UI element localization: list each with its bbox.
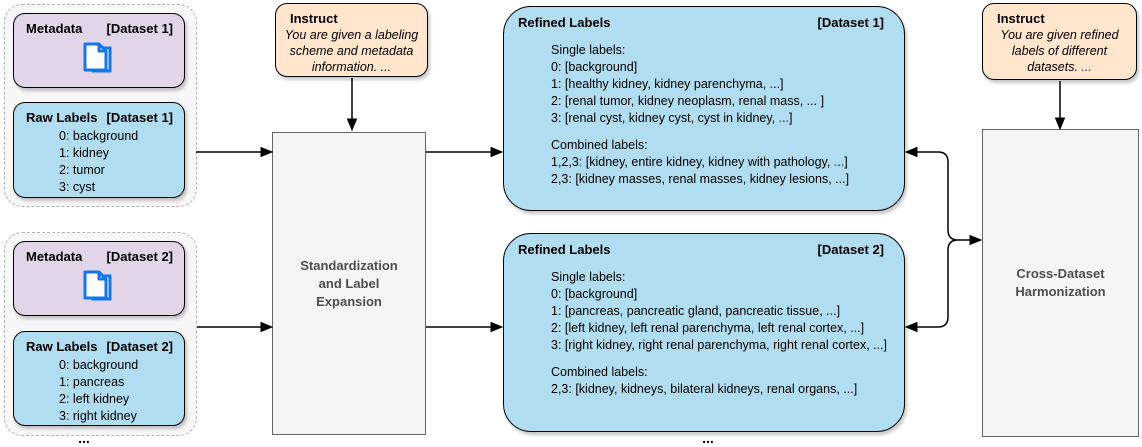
refined-label-item: 3: [right kidney, right renal parenchyma… xyxy=(551,338,888,352)
arrowhead xyxy=(260,321,274,333)
instruct-title: Instruct xyxy=(997,11,1045,26)
dataset-tag: [Dataset 1] xyxy=(106,21,173,36)
refined-labels-title: Refined Labels xyxy=(518,242,611,257)
arrowhead xyxy=(346,118,358,132)
arrowhead xyxy=(904,321,918,333)
refined-label-item: 0: [background] xyxy=(551,60,638,74)
arrowhead xyxy=(969,234,983,246)
refined-label-item: 2: [left kidney, left renal parenchyma, … xyxy=(551,321,865,335)
refined-label-item: 1,2,3: [kidney, entire kidney, kidney wi… xyxy=(551,155,848,169)
instruct-box-left: Instruct You are given a labeling scheme… xyxy=(275,3,428,77)
raw-labels-box-dataset2: Raw Labels [Dataset 2] 0: background 1: … xyxy=(13,331,185,426)
single-labels-header: Single labels: xyxy=(551,43,626,57)
raw-label-item: 1: pancreas xyxy=(59,375,125,389)
standardization-box: Standardization and Label Expansion xyxy=(272,132,426,435)
raw-label-item: 0: background xyxy=(59,129,139,143)
raw-labels-title: Raw Labels xyxy=(26,110,98,125)
raw-labels-box-dataset1: Raw Labels [Dataset 1] 0: background 1: … xyxy=(13,102,185,198)
metadata-title: Metadata xyxy=(26,249,83,264)
process-label: Cross-Dataset Harmonization xyxy=(1015,266,1106,299)
refined-labels-box-dataset1: Refined Labels [Dataset 1] Single labels… xyxy=(503,6,905,211)
raw-label-item: 3: right kidney xyxy=(59,409,137,423)
metadata-title: Metadata xyxy=(26,21,83,36)
metadata-box-dataset2: Metadata [Dataset 2] xyxy=(13,241,185,316)
dataset-tag: [Dataset 1] xyxy=(106,110,173,125)
dataset-tag: [Dataset 2] xyxy=(106,249,173,264)
refined-label-item: 2,3: [kidney masses, renal masses, kidne… xyxy=(551,172,850,186)
arrowhead xyxy=(904,146,918,158)
refined-labels-box-dataset2: Refined Labels [Dataset 2] Single labels… xyxy=(503,233,905,432)
raw-label-item: 1: kidney xyxy=(59,146,110,160)
combined-labels-header: Combined labels: xyxy=(551,365,648,379)
combined-labels-header: Combined labels: xyxy=(551,138,648,152)
metadata-box-dataset1: Metadata [Dataset 1] xyxy=(13,13,185,88)
refined-label-item: 1: [pancreas, pancreatic gland, pancreat… xyxy=(551,304,841,318)
instruct-box-right: Instruct You are given refined labels of… xyxy=(982,3,1137,80)
arrowhead xyxy=(260,146,274,158)
more-refined-ellipsis: ... xyxy=(702,430,714,446)
refined-label-item: 2: [renal tumor, kidney neoplasm, renal … xyxy=(551,94,825,108)
raw-label-item: 2: left kidney xyxy=(59,392,130,406)
dataset-tag: [Dataset 2] xyxy=(817,242,884,257)
dataset-tag: [Dataset 1] xyxy=(817,15,884,30)
arrowhead xyxy=(490,146,504,158)
refined-labels-title: Refined Labels xyxy=(518,15,611,30)
process-label: Standardization and Label Expansion xyxy=(300,257,398,309)
more-datasets-ellipsis: ... xyxy=(78,430,90,446)
raw-label-item: 0: background xyxy=(59,358,139,372)
documents-icon xyxy=(78,41,120,82)
brace-connector xyxy=(917,151,970,328)
arrowhead xyxy=(490,321,504,333)
refined-label-item: 0: [background] xyxy=(551,287,638,301)
raw-label-item: 2: tumor xyxy=(59,163,105,177)
refined-label-item: 3: [renal cyst, kidney cyst, cyst in kid… xyxy=(551,111,793,125)
documents-icon xyxy=(78,269,120,310)
harmonization-box: Cross-Dataset Harmonization xyxy=(982,129,1139,437)
refined-label-item: 1: [healthy kidney, kidney parenchyma, .… xyxy=(551,77,784,91)
refined-label-item: 2,3: [kidney, kidneys, bilateral kidneys… xyxy=(551,382,858,396)
dataset-tag: [Dataset 2] xyxy=(106,339,173,354)
single-labels-header: Single labels: xyxy=(551,270,626,284)
instruct-body: You are given a labeling scheme and meta… xyxy=(284,28,419,74)
instruct-title: Instruct xyxy=(290,11,338,26)
raw-label-item: 3: cyst xyxy=(59,180,96,194)
raw-labels-title: Raw Labels xyxy=(26,339,98,354)
instruct-body: You are given refined labels of differen… xyxy=(1000,28,1119,74)
arrowhead xyxy=(1054,117,1066,131)
